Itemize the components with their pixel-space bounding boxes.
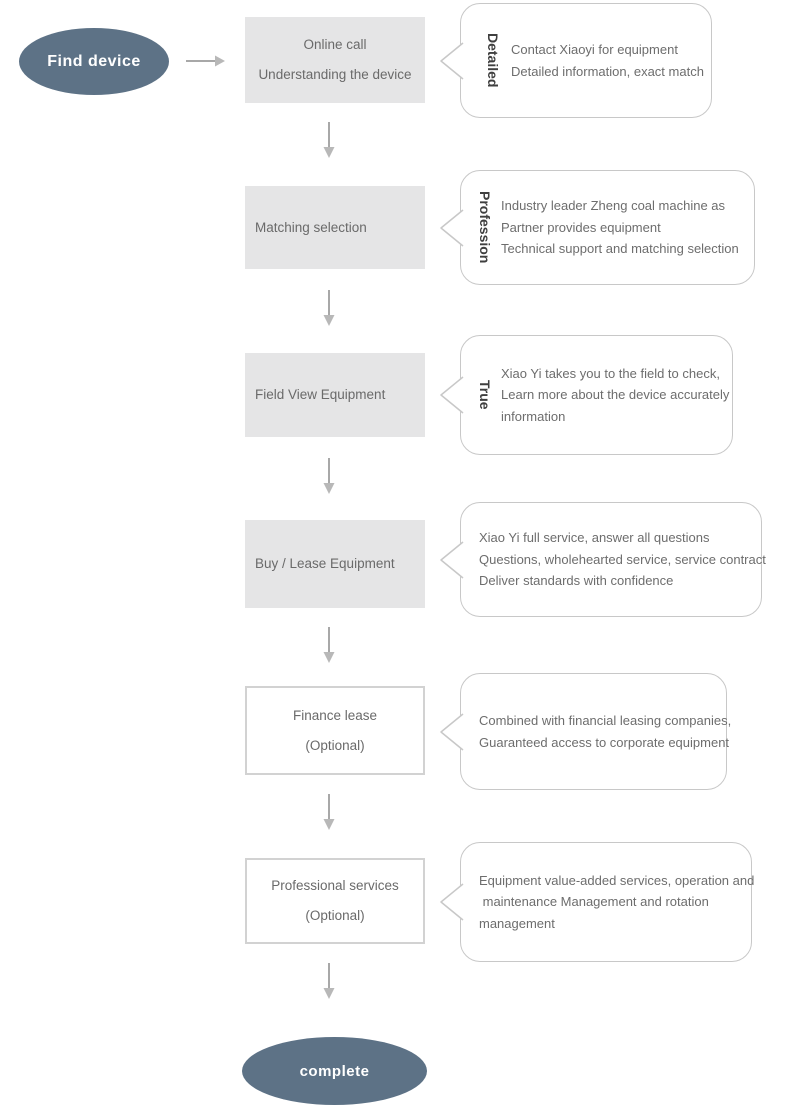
callout-line: Questions, wholehearted service, service… bbox=[479, 551, 766, 567]
arrow-down-icon bbox=[323, 627, 335, 663]
callout-true: True Xiao Yi takes you to the field to c… bbox=[440, 335, 733, 455]
arrow-down-icon bbox=[323, 794, 335, 830]
callout-profession: Profession Industry leader Zheng coal ma… bbox=[440, 170, 755, 285]
box-line: Buy / Lease Equipment bbox=[255, 556, 395, 571]
step-box-buy-lease: Buy / Lease Equipment bbox=[245, 520, 425, 608]
arrow-down-icon bbox=[323, 290, 335, 326]
callout-line: Industry leader Zheng coal machine as bbox=[501, 198, 726, 214]
callout-tag: Detailed bbox=[485, 33, 501, 88]
speech-tail-icon bbox=[440, 41, 464, 80]
step-box-finance-lease: Finance lease (Optional) bbox=[245, 686, 425, 775]
callout-line: maintenance Management and rotation bbox=[479, 894, 709, 910]
callout-line: Learn more about the device accurately bbox=[501, 387, 730, 403]
speech-tail-icon bbox=[440, 376, 464, 414]
callout-line: Detailed information, exact match bbox=[511, 63, 704, 79]
callout-line: Equipment value-added services, operatio… bbox=[479, 872, 755, 888]
arrow-down-icon bbox=[323, 458, 335, 494]
box-line: Understanding the device bbox=[258, 67, 412, 82]
arrow-down-icon bbox=[323, 122, 335, 158]
callout-line: Combined with financial leasing companie… bbox=[479, 713, 732, 728]
step-box-matching-selection: Matching selection bbox=[245, 186, 425, 269]
box-line: (Optional) bbox=[305, 737, 365, 753]
step-box-professional-services: Professional services (Optional) bbox=[245, 858, 425, 944]
arrow-down-icon bbox=[323, 963, 335, 999]
callout-line: Partner provides equipment bbox=[501, 219, 661, 235]
speech-tail-icon bbox=[440, 208, 464, 247]
callout-line: Technical support and matching selection bbox=[501, 241, 739, 257]
callout-services: Equipment value-added services, operatio… bbox=[440, 842, 755, 962]
speech-tail-icon bbox=[440, 883, 464, 921]
speech-tail-icon bbox=[440, 712, 464, 751]
arrow-right-icon bbox=[186, 55, 225, 67]
callout-line: Xiao Yi takes you to the field to check, bbox=[501, 365, 720, 381]
step-box-online-call: Online call Understanding the device bbox=[245, 17, 425, 103]
box-line: Online call bbox=[303, 37, 367, 52]
start-node: Find device bbox=[19, 28, 169, 95]
end-node-label: complete bbox=[299, 1062, 370, 1080]
callout-line: Xiao Yi full service, answer all questio… bbox=[479, 530, 710, 546]
callout-line: management bbox=[479, 915, 555, 931]
callout-detailed: Detailed Contact Xiaoyi for equipment De… bbox=[440, 3, 712, 118]
box-line: Matching selection bbox=[255, 219, 367, 235]
box-line: Field View Equipment bbox=[255, 387, 386, 402]
callout-line: Guaranteed access to corporate equipment bbox=[479, 734, 730, 750]
box-line: Finance lease bbox=[292, 707, 378, 723]
callout-line: information bbox=[501, 408, 566, 424]
step-box-field-view: Field View Equipment bbox=[245, 353, 425, 437]
end-node: complete bbox=[242, 1037, 427, 1105]
callout-tag: True bbox=[477, 380, 493, 410]
box-line: (Optional) bbox=[305, 908, 365, 923]
callout-line: Contact Xiaoyi for equipment bbox=[511, 42, 678, 57]
callout-tag: Profession bbox=[477, 191, 493, 264]
speech-tail-icon bbox=[440, 540, 464, 579]
callout-finance: Combined with financial leasing companie… bbox=[440, 673, 731, 790]
box-line: Professional services bbox=[271, 878, 399, 893]
start-node-label: Find device bbox=[47, 52, 141, 70]
callout-line: Deliver standards with confidence bbox=[479, 573, 674, 589]
callout-full-service: Xiao Yi full service, answer all questio… bbox=[440, 502, 766, 617]
